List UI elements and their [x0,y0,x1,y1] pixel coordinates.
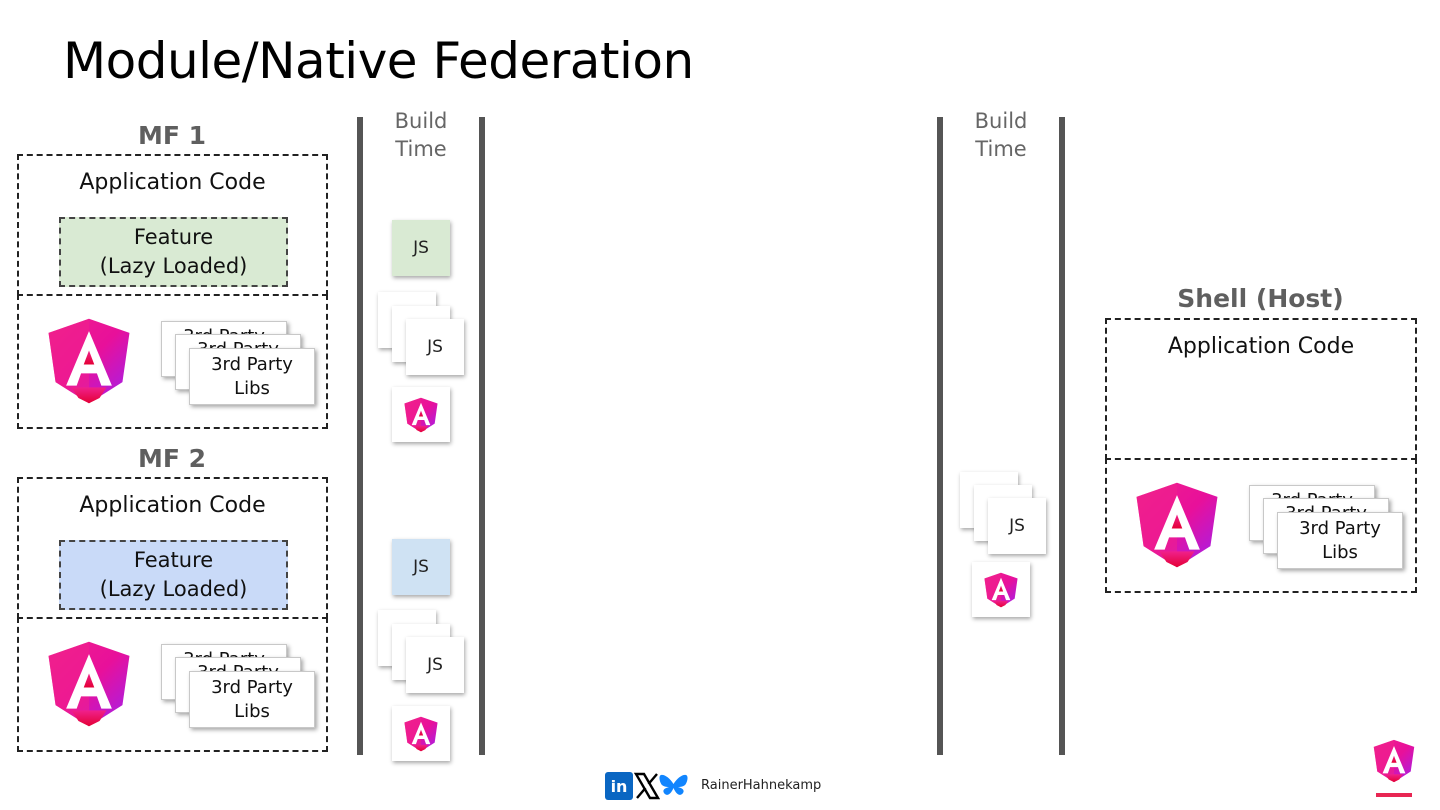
mf1-application-code-label: Application Code [79,170,266,195]
shell-label: Shell (Host) [1177,284,1344,313]
mf1-angular-tile-icon [403,397,439,433]
mf1-angular-tile [392,387,450,442]
shell-libs-line2: Libs [1322,541,1358,563]
mf1-framework-box: 3rd Party 3rd Party 3rd Party Libs [17,294,328,429]
mf2-libs-line1: 3rd Party [211,676,293,698]
build-time-left-bar-end [479,117,485,755]
mf2-application-box: Application Code Feature (Lazy Loaded) [17,477,328,619]
mf2-libs-card: 3rd Party Libs [189,671,315,728]
shell-angular-icon [1133,480,1221,570]
mf2-framework-box: 3rd Party 3rd Party 3rd Party Libs [17,617,328,752]
shell-application-code-label: Application Code [1167,334,1355,359]
x-icon[interactable] [634,772,660,800]
mf1-feature-line2: (Lazy Loaded) [99,254,248,278]
mf1-libs-line1: 3rd Party [211,353,293,375]
shell-angular-tile [972,562,1030,617]
slide-title: Module/Native Federation [63,32,694,90]
shell-angular-tile-icon [983,572,1019,608]
shell-libs-js-tile: JS [988,498,1046,554]
mf1-libs-card: 3rd Party Libs [189,348,315,405]
mf1-feature-box: Feature (Lazy Loaded) [59,217,288,287]
build-time-right-bar-end [1059,117,1065,755]
mf2-angular-icon [45,639,133,729]
build-time-right-bar-start [937,117,943,755]
shell-application-box: Application Code [1105,318,1417,460]
mf1-angular-icon [45,316,133,406]
author-name[interactable]: RainerHahnekamp [701,778,822,793]
build-time-right-line2: Time [975,137,1027,161]
angular-architects-logo-icon [1373,739,1415,801]
build-time-left-bar-start [357,117,363,755]
mf2-angular-tile-icon [403,716,439,752]
mf2-feature-js-tile: JS [392,539,450,595]
mf2-feature-box: Feature (Lazy Loaded) [59,540,288,610]
build-time-left-line2: Time [395,137,447,161]
mf2-feature-line2: (Lazy Loaded) [99,577,248,601]
build-time-right-line1: Build [974,109,1028,133]
linkedin-icon[interactable]: in [605,772,633,800]
mf2-angular-tile [392,706,450,761]
shell-libs-card: 3rd Party Libs [1277,512,1403,569]
bluesky-icon[interactable] [659,774,688,798]
mf2-libs-js-tile: JS [406,637,464,693]
build-time-right-label: Build Time [944,107,1058,163]
shell-framework-box: 3rd Party 3rd Party 3rd Party Libs [1105,458,1417,593]
mf1-libs-js-tile: JS [406,319,464,375]
mf1-label: MF 1 [137,121,207,150]
shell-libs-line1: 3rd Party [1299,517,1381,539]
mf2-label: MF 2 [137,444,207,473]
mf2-libs-line2: Libs [234,700,270,722]
build-time-left-label: Build Time [364,107,478,163]
mf1-application-box: Application Code Feature (Lazy Loaded) [17,154,328,296]
mf1-feature-line1: Feature [133,225,214,249]
mf2-application-code-label: Application Code [79,493,266,518]
mf1-libs-line2: Libs [234,377,270,399]
mf1-feature-js-tile: JS [392,220,450,276]
build-time-left-line1: Build [394,109,448,133]
mf2-feature-line1: Feature [133,548,214,572]
